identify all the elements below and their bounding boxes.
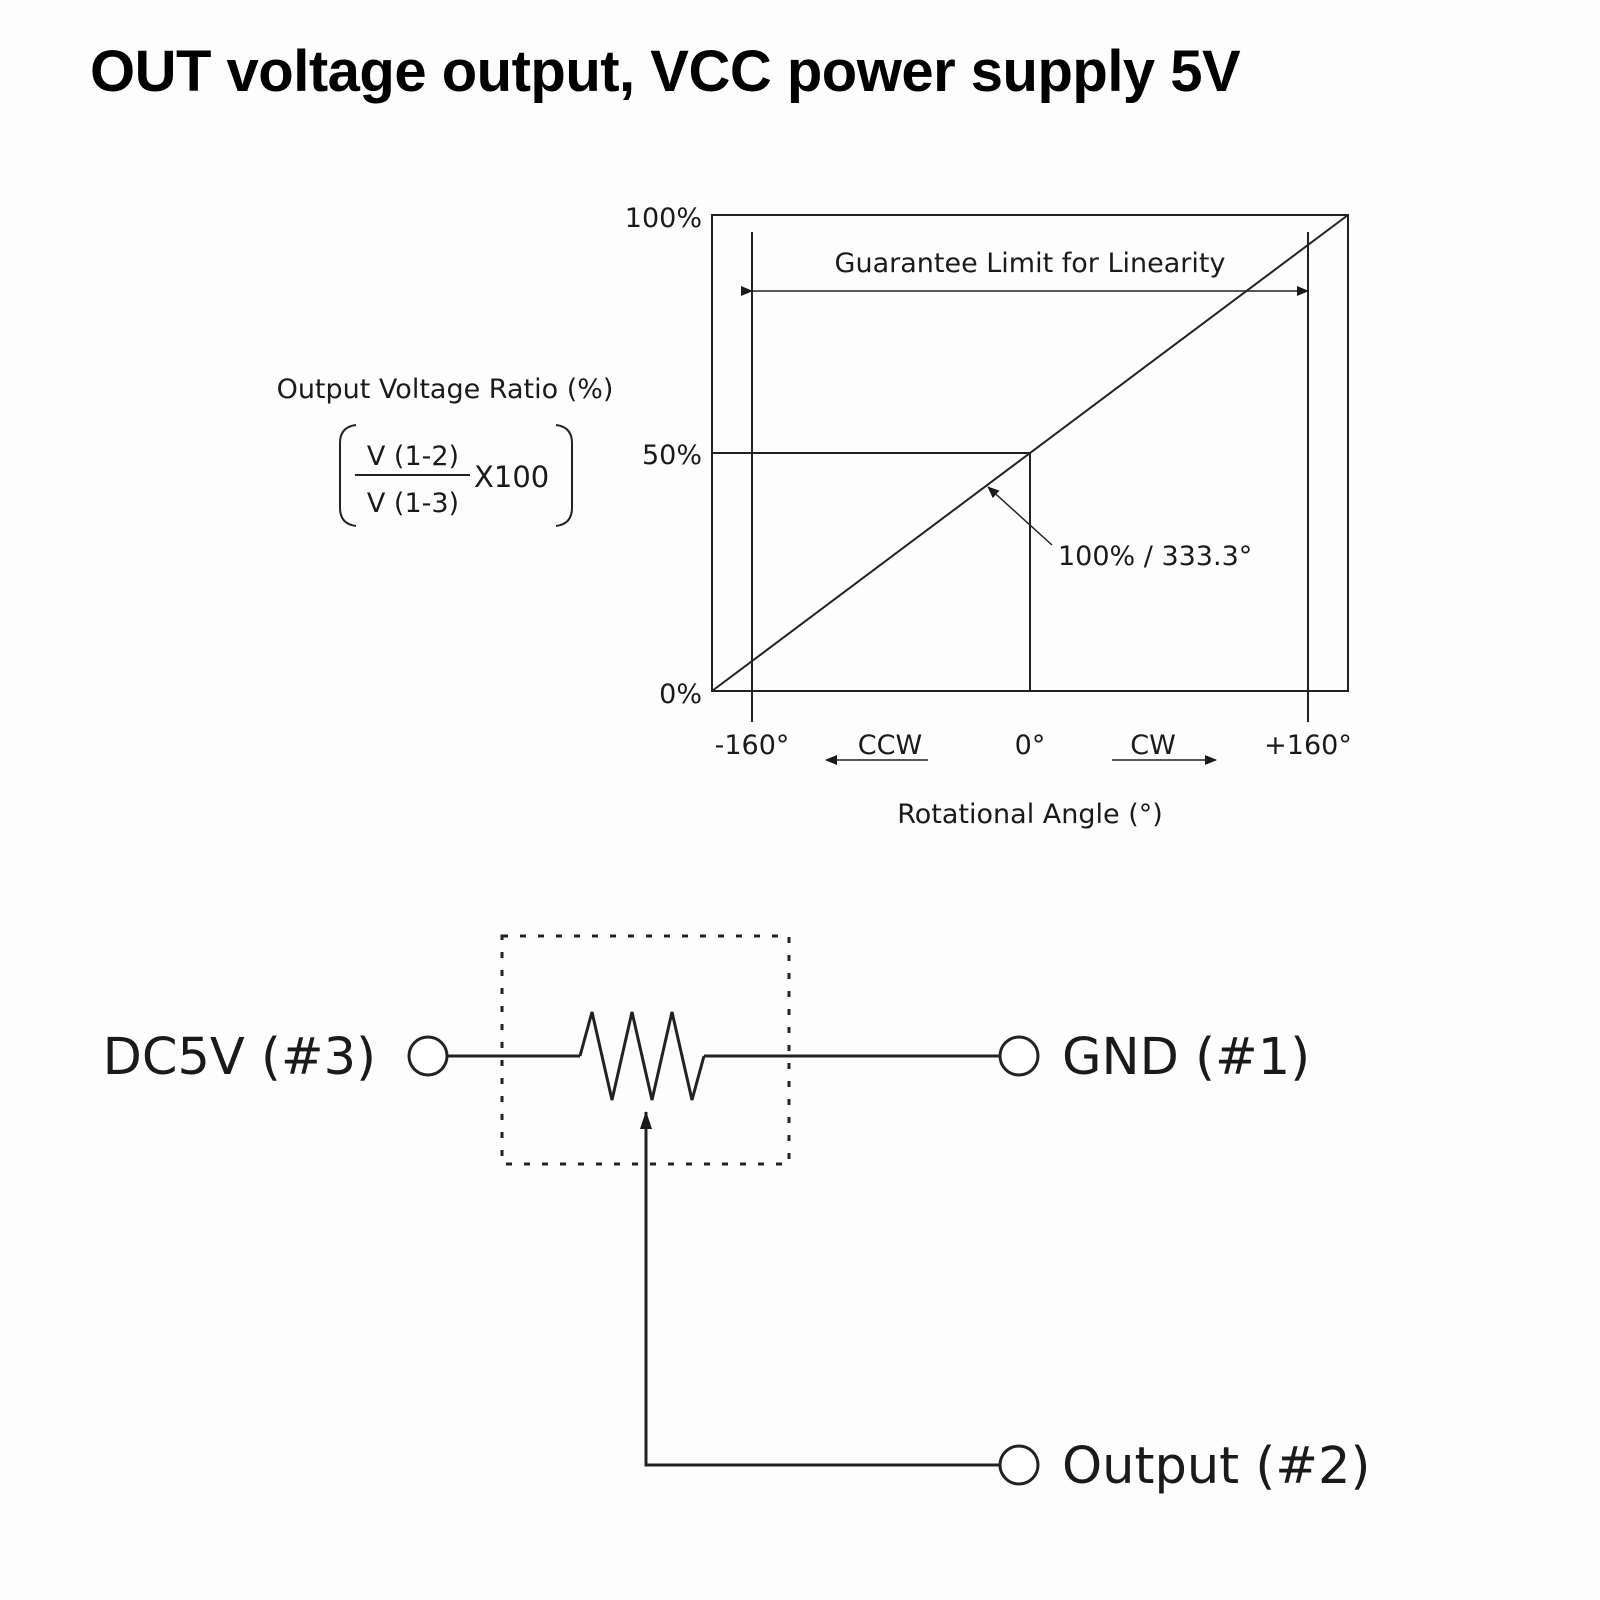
page-title: OUT voltage output, VCC power supply 5V bbox=[90, 39, 1241, 104]
y-axis-title: Output Voltage Ratio (%) bbox=[277, 374, 614, 405]
formula-numerator: V (1-2) bbox=[367, 441, 459, 472]
pin2-label: Output (#2) bbox=[1062, 1437, 1370, 1496]
slope-label: 100% / 333.3° bbox=[1058, 541, 1252, 572]
x-axis-title: Rotational Angle (°) bbox=[897, 799, 1163, 830]
y-tick-100: 100% bbox=[625, 203, 702, 234]
y-tick-0: 0% bbox=[659, 679, 702, 710]
x-tick-plus160: +160° bbox=[1264, 730, 1352, 761]
formula-multiplier: X100 bbox=[474, 460, 549, 494]
cw-label: CW bbox=[1130, 730, 1176, 761]
formula-right-bracket bbox=[555, 424, 573, 527]
y-tick-50: 50% bbox=[642, 440, 702, 471]
sensor-boundary-box bbox=[500, 934, 791, 1166]
resistor-zigzag bbox=[578, 1011, 706, 1101]
guarantee-label: Guarantee Limit for Linearity bbox=[835, 248, 1226, 279]
formula-left-bracket bbox=[339, 424, 357, 527]
formula-denominator: V (1-3) bbox=[367, 488, 459, 519]
ccw-label: CCW bbox=[858, 730, 922, 761]
pin1-terminal bbox=[998, 1035, 1040, 1077]
slope-pointer-arrow bbox=[987, 486, 1053, 546]
x-tick-0: 0° bbox=[1015, 730, 1046, 761]
potentiometer-circuit: DC5V (#3) GND (#1) Output (#2) bbox=[103, 934, 1370, 1496]
pin1-label: GND (#1) bbox=[1062, 1028, 1310, 1087]
x-tick-minus160: -160° bbox=[715, 730, 790, 761]
pin3-terminal bbox=[407, 1035, 449, 1077]
pin2-terminal bbox=[998, 1444, 1040, 1486]
linearity-graph: Guarantee Limit for Linearity 100% / 333… bbox=[277, 203, 1352, 830]
pin3-label: DC5V (#3) bbox=[103, 1028, 376, 1087]
wiper-wire bbox=[640, 1111, 1000, 1467]
